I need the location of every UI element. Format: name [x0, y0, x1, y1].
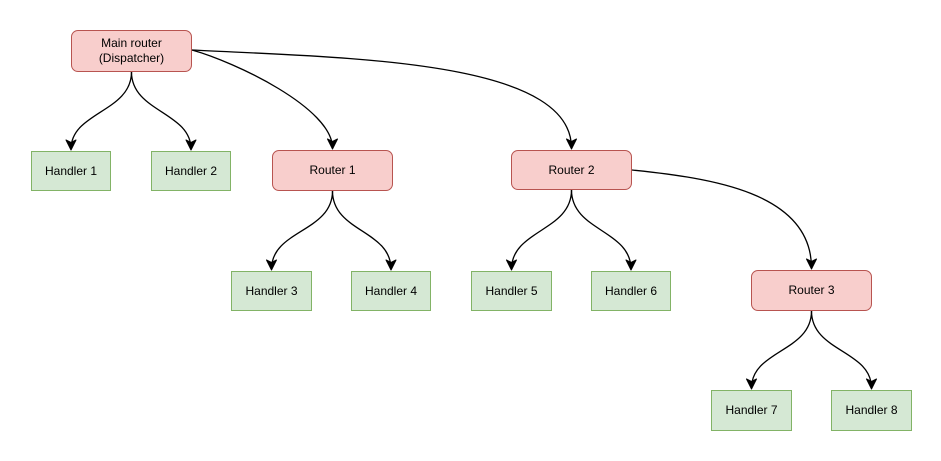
node-handler-7: Handler 7	[711, 390, 792, 431]
node-handler-2-label: Handler 2	[164, 163, 218, 178]
node-handler-1: Handler 1	[31, 151, 111, 191]
node-handler-4-label: Handler 4	[364, 283, 418, 298]
node-main-router: Main router (Dispatcher)	[71, 30, 192, 72]
node-router-1: Router 1	[272, 150, 393, 191]
node-main-router-label: Main router (Dispatcher)	[98, 36, 165, 65]
node-handler-8-label: Handler 8	[845, 403, 898, 417]
node-handler-6: Handler 6	[591, 271, 671, 311]
node-handler-4: Handler 4	[351, 271, 431, 311]
node-handler-5-label: Handler 5	[485, 283, 538, 298]
edge-router-3-to-handler-7	[746, 310, 813, 390]
node-handler-6-label: Handler 6	[604, 283, 658, 298]
node-router-1-label: Router 1	[309, 163, 356, 177]
edge-router-1-to-handler-4	[331, 190, 397, 271]
edge-router-2-to-handler-6	[570, 189, 637, 271]
edge-main-router-to-router-1	[191, 49, 338, 150]
node-handler-1-label: Handler 1	[44, 163, 98, 178]
edge-main-router-to-handler-1	[65, 71, 133, 151]
node-router-3: Router 3	[751, 270, 872, 311]
node-router-2: Router 2	[511, 150, 632, 190]
node-router-2-label: Router 2	[548, 162, 595, 177]
edge-router-1-to-handler-3	[266, 190, 334, 271]
node-handler-3-label: Handler 3	[245, 283, 298, 298]
node-handler-7-label: Handler 7	[725, 403, 778, 417]
edge-main-router-to-router-2	[191, 49, 577, 150]
node-router-3-label: Router 3	[788, 283, 835, 297]
edge-main-router-to-handler-2	[130, 71, 197, 151]
edge-router-2-to-handler-5	[506, 189, 573, 271]
node-handler-2: Handler 2	[151, 151, 231, 191]
node-handler-3: Handler 3	[231, 271, 312, 311]
edge-router-2-to-router-3	[631, 169, 817, 270]
node-handler-8: Handler 8	[831, 390, 912, 431]
edge-router-3-to-handler-8	[810, 310, 877, 390]
node-handler-5: Handler 5	[471, 271, 552, 311]
